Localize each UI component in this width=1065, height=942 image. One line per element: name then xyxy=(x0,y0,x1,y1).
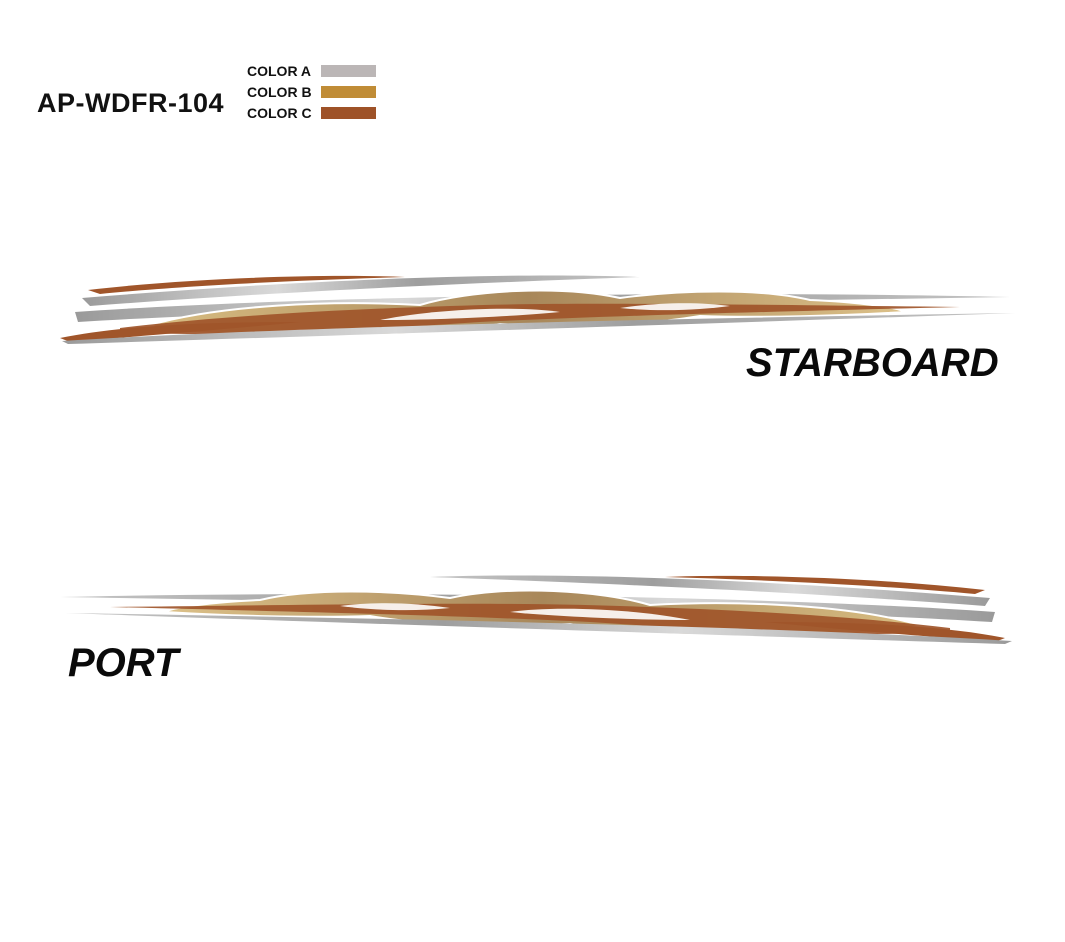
legend-swatch-color-a xyxy=(321,64,376,77)
copper-flame xyxy=(120,303,960,335)
white-highlight-2 xyxy=(620,303,730,311)
color-legend: COLOR A COLOR B COLOR C xyxy=(247,60,376,123)
legend-row-color-a: COLOR A xyxy=(247,60,376,81)
silver-top-stripe xyxy=(430,575,990,606)
copper-flame-tail xyxy=(60,322,300,342)
silver-bottom-stripe xyxy=(62,313,1015,344)
silver-top-stripe xyxy=(82,275,640,306)
legend-label-color-c: COLOR C xyxy=(247,104,312,121)
port-label: PORT xyxy=(68,641,179,685)
white-highlight-2 xyxy=(340,603,450,611)
product-code: AP-WDFR-104 xyxy=(37,88,225,118)
silver-long-stripe xyxy=(75,294,1010,322)
white-highlight xyxy=(510,608,690,620)
legend-swatch-color-b xyxy=(321,85,376,98)
legend-label-color-b: COLOR B xyxy=(247,83,312,100)
copper-flame xyxy=(110,603,950,635)
silver-long-stripe xyxy=(60,594,995,622)
silver-bottom-stripe xyxy=(65,613,1012,644)
legend-label-color-a: COLOR A xyxy=(247,62,312,79)
copper-top-stripe xyxy=(665,575,985,594)
white-highlight xyxy=(380,308,560,320)
copper-flame-tail xyxy=(765,622,1005,642)
port-graphic xyxy=(60,575,1012,644)
copper-top-stripe xyxy=(88,275,405,294)
starboard-graphic xyxy=(60,275,1015,344)
starboard-label: STARBOARD xyxy=(746,341,999,385)
legend-row-color-c: COLOR C xyxy=(247,102,376,123)
legend-row-color-b: COLOR B xyxy=(247,81,376,102)
legend-swatch-color-c xyxy=(321,106,376,119)
